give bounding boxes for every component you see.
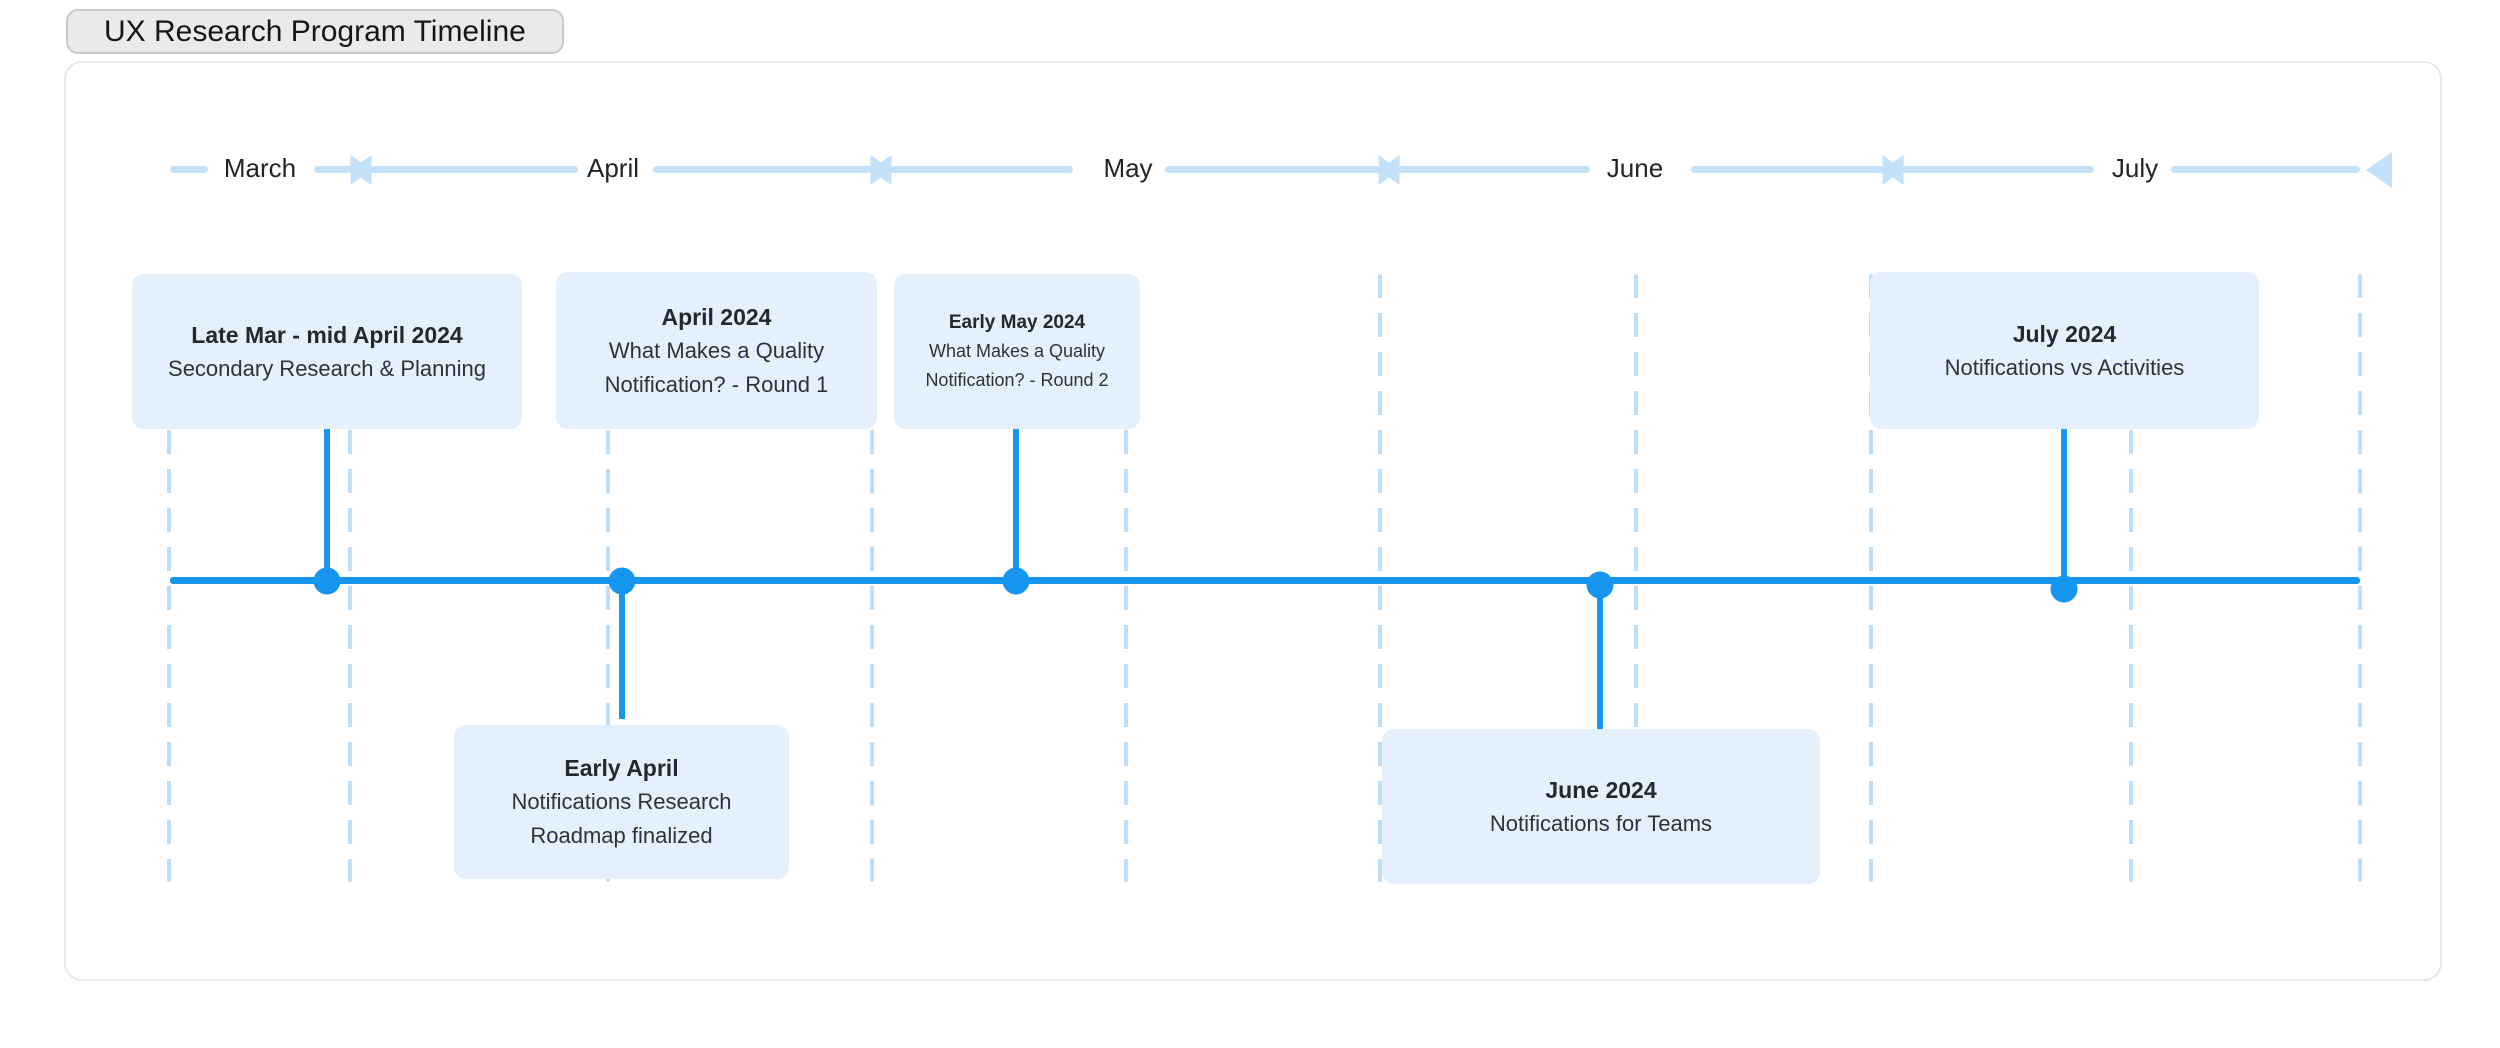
diamond-right-triangle xyxy=(1378,155,1400,185)
month-axis-line xyxy=(314,166,578,173)
axis-separator-diamond-icon xyxy=(870,155,892,185)
diamond-right-triangle xyxy=(870,155,892,185)
axis-month-label: July xyxy=(2111,153,2159,183)
timeline-line xyxy=(170,577,2360,584)
month-axis-line xyxy=(2171,166,2360,173)
event-description: What Makes a Quality Notification? - Rou… xyxy=(925,341,1109,390)
month-axis-line xyxy=(1165,166,1590,173)
gridline-dashed xyxy=(167,274,171,882)
milestone-dot[interactable] xyxy=(313,567,341,595)
milestone-dot[interactable] xyxy=(1002,567,1030,595)
month-axis-line xyxy=(170,166,208,173)
axis-separator-diamond-icon xyxy=(350,155,372,185)
milestone-connector xyxy=(619,581,625,719)
event-period: Early April xyxy=(564,755,679,781)
milestone-dot[interactable] xyxy=(1586,571,1614,599)
timeline-title-badge: UX Research Program Timeline xyxy=(66,9,564,54)
event-description: Notifications vs Activities xyxy=(1944,354,2185,380)
event-description: Notifications for Teams xyxy=(1489,810,1713,836)
diamond-right-triangle xyxy=(1882,155,1904,185)
milestone-connector xyxy=(324,429,330,581)
milestone-dot[interactable] xyxy=(2050,575,2078,603)
gridline-dashed xyxy=(2358,274,2362,882)
milestone-connector xyxy=(2061,429,2067,589)
axis-month-label: June xyxy=(1606,153,1664,183)
month-axis-line xyxy=(653,166,1073,173)
axis-separator-diamond-icon xyxy=(1378,155,1400,185)
event-period: April 2024 xyxy=(661,303,772,330)
event-period: Late Mar - mid April 2024 xyxy=(191,321,463,348)
axis-end-arrow-icon xyxy=(2366,152,2392,188)
event-description: What Makes a Quality Notification? - Rou… xyxy=(604,337,829,397)
axis-month-label: April xyxy=(586,153,640,183)
axis-separator-diamond-icon xyxy=(1882,155,1904,185)
milestone-connector xyxy=(1597,585,1603,729)
milestone-connector xyxy=(1013,429,1019,581)
milestone-dot[interactable] xyxy=(608,567,636,595)
event-period: Early May 2024 xyxy=(948,312,1086,333)
event-description: Notifications Research Roadmap finalized xyxy=(511,789,732,848)
axis-month-label: March xyxy=(223,153,297,183)
event-description: Secondary Research & Planning xyxy=(168,355,486,381)
diamond-right-triangle xyxy=(350,155,372,185)
event-period: June 2024 xyxy=(1545,776,1657,803)
axis-month-label: May xyxy=(1103,153,1153,183)
event-period: July 2024 xyxy=(2012,320,2117,347)
